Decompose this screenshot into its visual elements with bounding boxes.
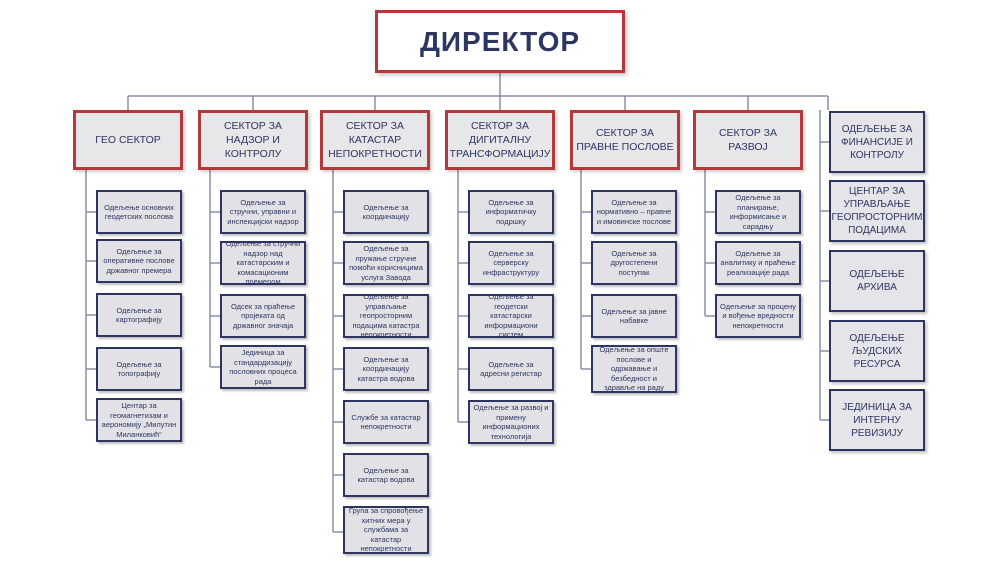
unit-development-3: Одељење за процену и вођење вредности не… [715,294,801,338]
unit-digital-1: Одељење за информатичку подршку [468,190,554,234]
sector-development: СЕКТОР ЗА РАЗВОЈ [693,110,803,170]
unit-legal-4: Одељење за опште послове и одржавање и б… [591,345,677,393]
unit-legal-2: Одељење за другостепени поступак [591,241,677,285]
unit-cadastre-4: Одељење за координацију катастра водова [343,347,429,391]
unit-cadastre-7: Група за спровођење хитних мера у служба… [343,506,429,554]
unit-geo-2: Одељење за оперативне послове државног п… [96,239,182,283]
sector-geo: ГЕО СЕКТОР [73,110,183,170]
unit-cadastre-3: Одељење за управљање геопросторним подац… [343,292,429,339]
unit-geo-3: Одељење за картографију [96,293,182,337]
unit-internal-audit: ЈЕДИНИЦА ЗА ИНТЕРНУ РЕВИЗИЈУ [829,389,925,451]
unit-supervision-2: Одељење за стручни надзор над катастарск… [220,239,306,286]
unit-supervision-3: Одсек за праћење пројеката од државног з… [220,294,306,338]
unit-finance: ОДЕЉЕЊЕ ЗА ФИНАНСИЈЕ И КОНТРОЛУ [829,111,925,173]
unit-development-1: Одељење за планирање, информисање и сара… [715,190,801,234]
sector-legal: СЕКТОР ЗА ПРАВНЕ ПОСЛОВЕ [570,110,680,170]
unit-geospatial-center: ЦЕНТАР ЗА УПРАВЉАЊЕ ГЕОПРОСТОРНИМ ПОДАЦИ… [829,180,925,242]
unit-geo-4: Одељење за топографију [96,347,182,391]
unit-digital-5: Одељење за развој и примену информациони… [468,400,554,444]
sector-supervision: СЕКТОР ЗА НАДЗОР И КОНТРОЛУ [198,110,308,170]
unit-cadastre-5: Службе за катастар непокретности [343,400,429,444]
unit-digital-3: Одељење за геодетски катастарски информа… [468,292,554,339]
unit-cadastre-2: Одељење за пружање стручне помоћи корисн… [343,241,429,285]
unit-geo-5: Центар за геомагнетизам и аерономију „Ми… [96,398,182,442]
unit-digital-4: Одељење за адресни регистар [468,347,554,391]
unit-supervision-1: Одељење за стручни, управни и инспекцијс… [220,190,306,234]
unit-human-resources: ОДЕЉЕЊЕ ЉУДСКИХ РЕСУРСА [829,320,925,382]
unit-supervision-4: Јединица за стандардизацију пословних пр… [220,345,306,389]
unit-legal-1: Одељење за нормативно – правне и имовинс… [591,190,677,234]
sector-digital: СЕКТОР ЗА ДИГИТАЛНУ ТРАНСФОРМАЦИЈУ [445,110,555,170]
unit-development-2: Одељење за аналитику и праћење реализаци… [715,241,801,285]
sector-cadastre: СЕКТОР ЗА КАТАСТАР НЕПОКРЕТНОСТИ [320,110,430,170]
director-box: ДИРЕКТОР [375,10,625,73]
unit-archive: ОДЕЉЕЊЕ АРХИВА [829,250,925,312]
unit-cadastre-6: Одељење за катастар водова [343,453,429,497]
unit-geo-1: Одељење основних геодетских послова [96,190,182,234]
unit-digital-2: Одељење за серверску инфраструктуру [468,241,554,285]
unit-cadastre-1: Одељење за координацију [343,190,429,234]
unit-legal-3: Одељење за јавне набавке [591,294,677,338]
